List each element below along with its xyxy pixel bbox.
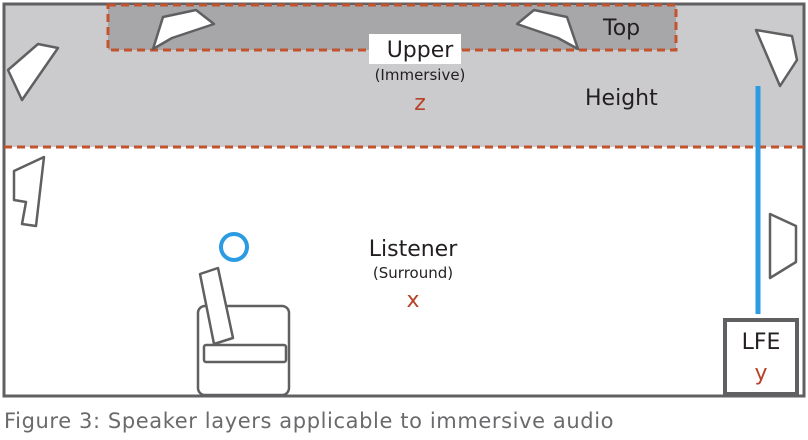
top-right-speaker-icon [515,8,580,51]
listener-sublabel: (Surround) [373,264,453,282]
speaker-icons [6,8,799,280]
lfe-label: LFE [742,330,781,355]
figure-caption: Figure 3: Speaker layers applicable to i… [4,409,614,433]
listener-chair-icon [196,266,291,397]
chair-backrest [198,266,235,346]
upper-right-wall-speaker-icon [754,28,799,88]
chair-cushion [202,343,288,364]
listener-label: Listener [369,237,458,262]
y-axis-label: y [754,361,767,386]
top-left-speaker-icon [151,8,216,51]
upper-label-background [369,34,461,64]
listener-layer-area [4,147,804,396]
upper-left-wall-speaker-icon [6,42,60,102]
listener-head-icon [219,232,249,262]
right-wall-speaker-icon [768,212,798,280]
room-outline [2,2,806,398]
top-label: Top [602,16,640,41]
upper-sublabel: (Immersive) [375,66,466,84]
upper-label: Upper [387,38,455,63]
left-wall-speaker-icon [12,155,46,228]
lfe-box [723,318,799,396]
height-label: Height [585,86,658,111]
x-axis-label: x [406,288,419,313]
z-axis-label: z [414,91,426,116]
